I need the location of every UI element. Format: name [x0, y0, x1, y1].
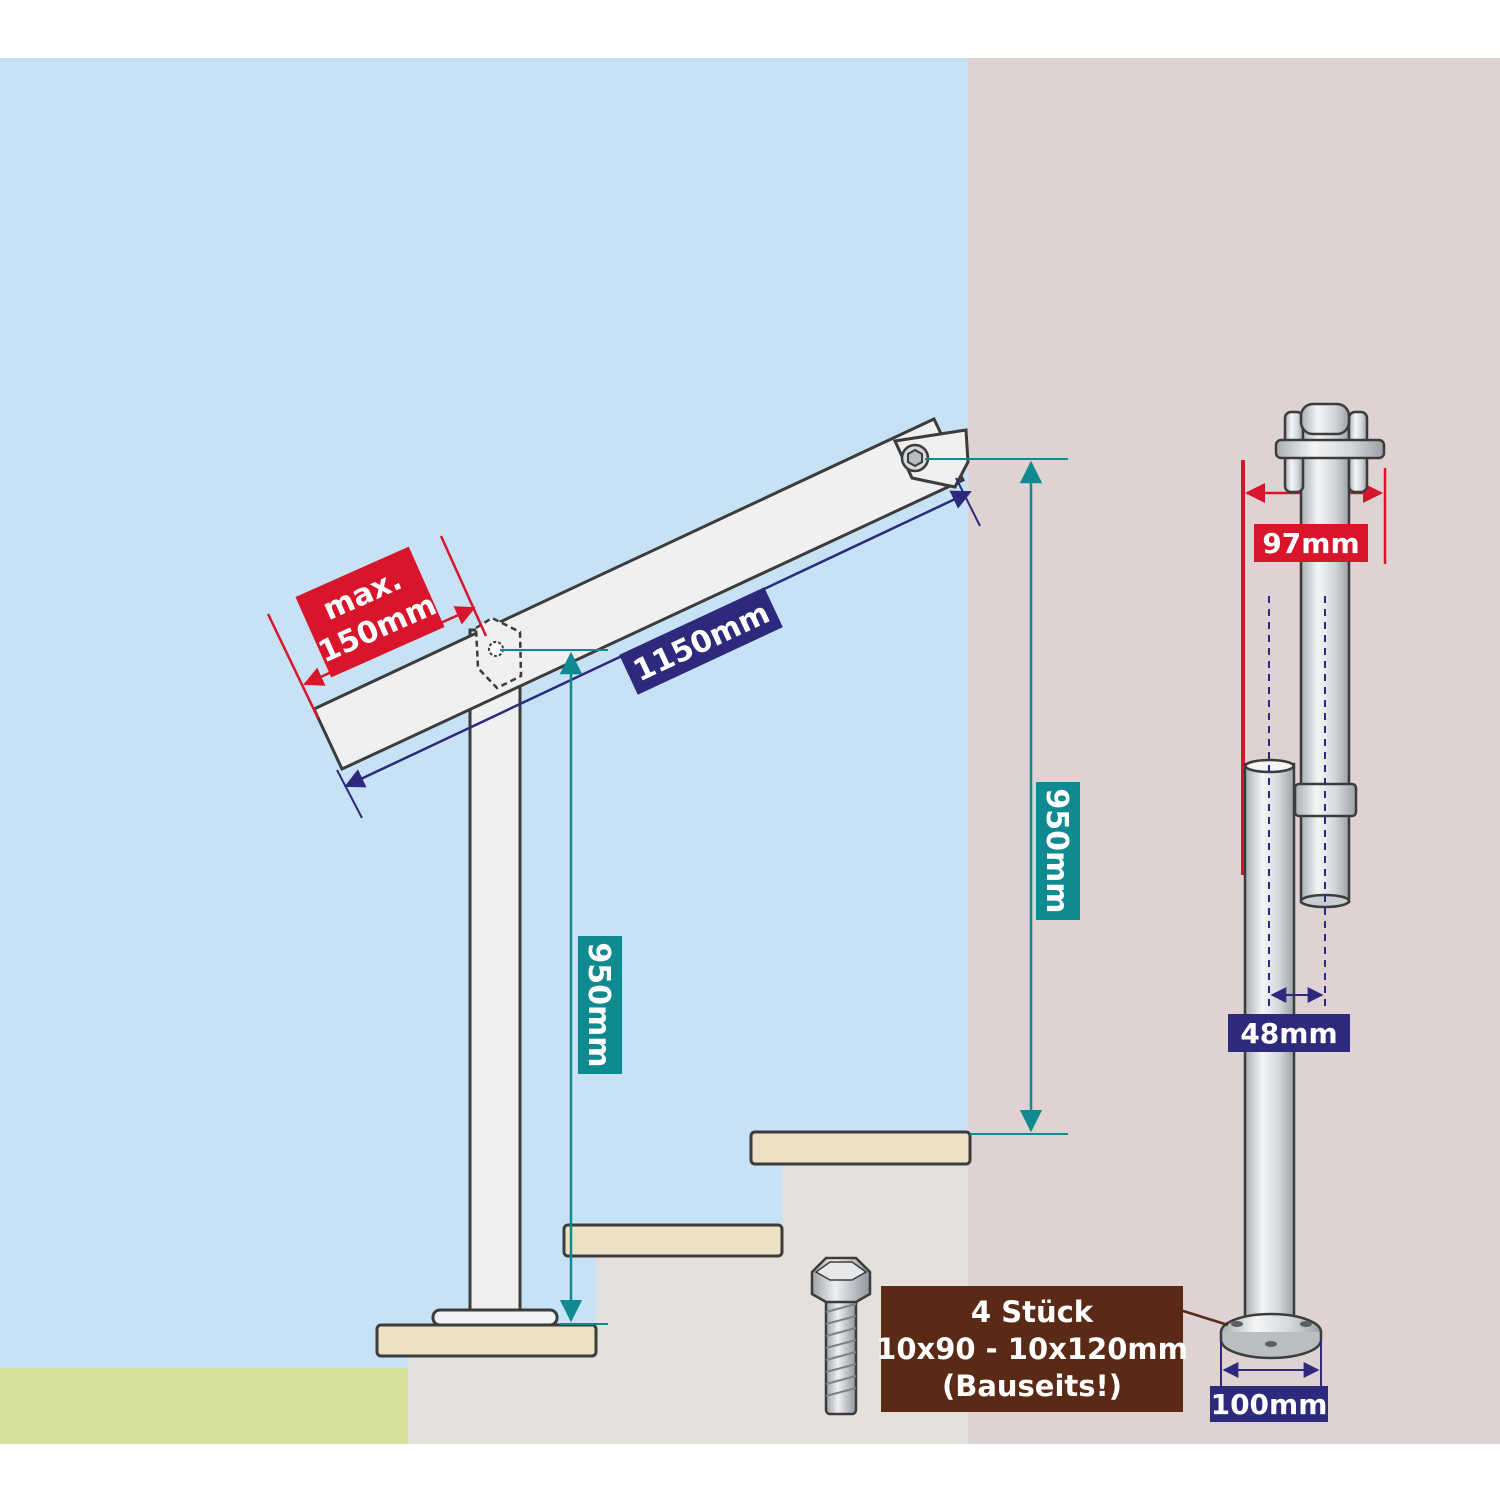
post-height-left-label: 950mm	[581, 942, 616, 1067]
post-base-plate	[431, 1308, 559, 1327]
tube-sleeve	[1293, 782, 1358, 818]
bracket-width-label-box	[1254, 524, 1368, 562]
hex-bolt-icon	[900, 443, 930, 473]
rail-length-label-box	[619, 587, 783, 695]
screw-note-line1: 4 Stück	[971, 1295, 1094, 1329]
bracket-width-label-text: 97mm	[1262, 527, 1359, 560]
dimension-post-height-left: 950mm	[500, 649, 622, 1325]
clamp-bolt	[1274, 438, 1386, 460]
tube-offset-label-text: 48mm	[1240, 1017, 1337, 1050]
step-upper	[749, 1130, 972, 1166]
wall-mauve	[968, 58, 1500, 1444]
screw-note-box	[881, 1286, 1183, 1412]
step-lower	[375, 1323, 598, 1358]
post-tube	[468, 628, 522, 1314]
screw-note-line2: 10x90 - 10x120mm	[876, 1332, 1188, 1366]
screw-icon	[810, 1256, 872, 1416]
step-middle	[562, 1223, 784, 1258]
tube-offset-label-box	[1228, 1014, 1350, 1052]
screw-note: 4 Stück 10x90 - 10x120mm (Bauseits!)	[876, 1286, 1229, 1412]
post-height-right-label-box	[1036, 782, 1080, 920]
dimension-post-height-right: 950mm	[925, 458, 1080, 1135]
floor-green	[0, 1368, 408, 1444]
tube-offset-label: 48mm	[1228, 1014, 1350, 1052]
screw-note-line3: (Bauseits!)	[942, 1369, 1122, 1403]
base-diameter-label-box	[1210, 1386, 1328, 1422]
bracket-width-label: 97mm	[1254, 524, 1368, 562]
post-height-left-label-box	[578, 936, 622, 1074]
base-diameter-label-text: 100mm	[1211, 1388, 1328, 1421]
base-diameter-label: 100mm	[1210, 1386, 1328, 1422]
post-height-right-label: 950mm	[1039, 788, 1074, 913]
